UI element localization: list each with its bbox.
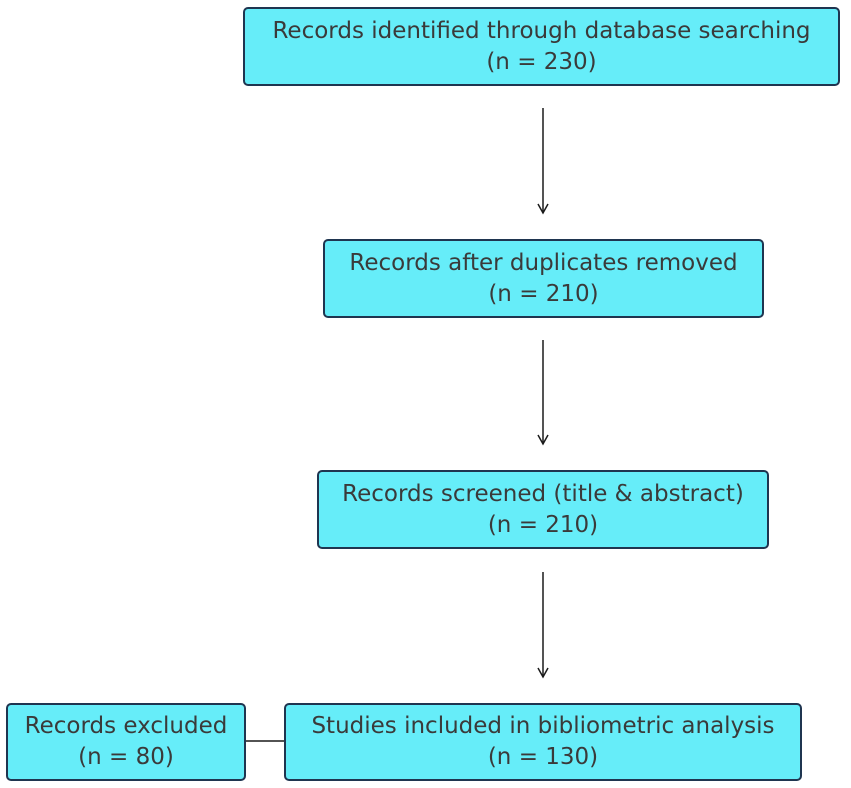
studies-included-count: (n = 130) [487,744,599,770]
records-deduplicated-count: (n = 210) [488,280,599,307]
records-identified-box: Records identified through database sear… [243,7,840,86]
records-excluded-label: Records excluded [24,713,228,739]
records-screened-count: (n = 210) [487,511,599,538]
records-identified-label: Records identified through database sear… [272,17,811,44]
records-deduplicated-label: Records after duplicates removed [349,249,738,276]
records-excluded-count: (n = 80) [78,744,174,770]
records-deduplicated-box: Records after duplicates removed (n = 21… [323,239,764,318]
records-excluded-box: Records excluded (n = 80) [6,703,246,781]
studies-included-box: Studies included in bibliometric analysi… [284,703,802,781]
records-identified-count: (n = 230) [486,48,597,75]
studies-included-label: Studies included in bibliometric analysi… [311,713,775,739]
records-screened-box: Records screened (title & abstract) (n =… [317,470,769,549]
records-screened-label: Records screened (title & abstract) [342,480,744,507]
